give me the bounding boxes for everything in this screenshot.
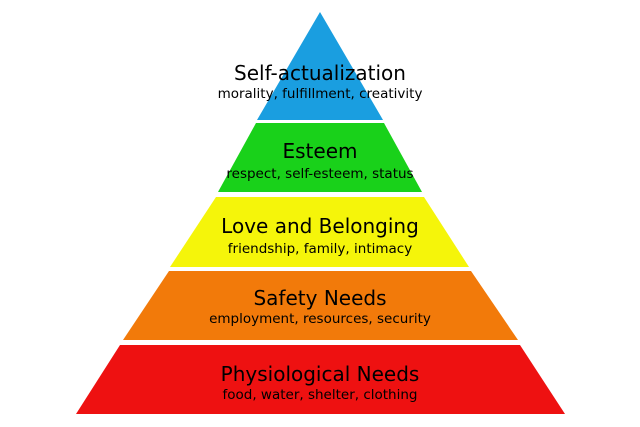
tier-self-actualization-shape <box>257 12 383 120</box>
tier-physiological-needs: Physiological Needs food, water, shelter… <box>76 345 565 414</box>
tier-esteem: Esteem respect, self-esteem, status <box>218 123 422 192</box>
tier-esteem-shape <box>218 123 422 192</box>
tier-self-actualization-title: Self-actualization <box>234 61 406 85</box>
tier-physiological-needs-subtitle: food, water, shelter, clothing <box>222 387 417 403</box>
tier-love-and-belonging-subtitle: friendship, family, intimacy <box>228 241 412 257</box>
tier-safety-needs-subtitle: employment, resources, security <box>209 311 431 327</box>
tier-self-actualization: Self-actualization morality, fulfillment… <box>218 12 423 120</box>
tier-safety-needs-title: Safety Needs <box>253 286 386 310</box>
tier-physiological-needs-shape <box>76 345 565 414</box>
tier-safety-needs-shape <box>123 271 518 340</box>
tier-safety-needs: Safety Needs employment, resources, secu… <box>123 271 518 340</box>
tier-physiological-needs-title: Physiological Needs <box>221 362 420 386</box>
tier-esteem-subtitle: respect, self-esteem, status <box>226 166 413 182</box>
tier-self-actualization-subtitle: morality, fulfillment, creativity <box>218 86 423 102</box>
tier-love-and-belonging-title: Love and Belonging <box>221 214 419 238</box>
tier-love-and-belonging: Love and Belonging friendship, family, i… <box>170 197 469 267</box>
tier-esteem-title: Esteem <box>283 139 358 163</box>
tier-love-and-belonging-shape <box>170 197 469 267</box>
